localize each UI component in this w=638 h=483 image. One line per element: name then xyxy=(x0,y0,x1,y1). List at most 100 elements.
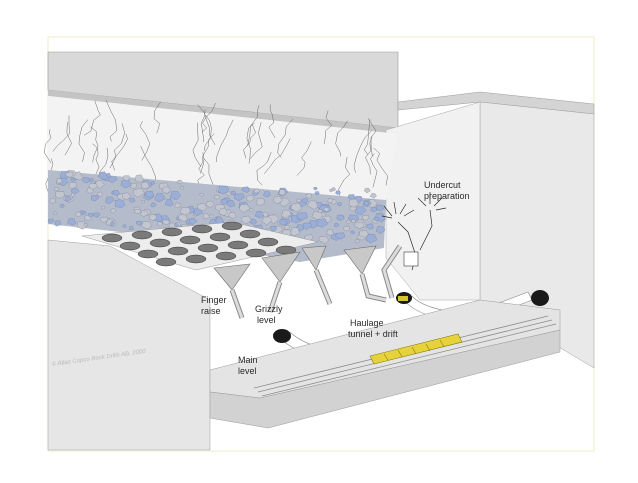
ore-fragment xyxy=(150,202,157,208)
ore-fragment xyxy=(169,191,181,201)
ore-fragment xyxy=(334,222,340,228)
fracture-line xyxy=(277,119,293,158)
ore-fragment xyxy=(314,191,320,196)
ore-fragment xyxy=(363,187,371,194)
ore-fragment xyxy=(135,220,143,226)
ore-fragment xyxy=(350,230,356,235)
ore-fragment xyxy=(290,202,302,213)
ore-fragment xyxy=(54,187,60,192)
fracture-line xyxy=(111,133,128,171)
fracture-line xyxy=(296,141,312,176)
fracture-line xyxy=(200,133,215,174)
fracture-line xyxy=(83,100,101,136)
ore-fragment xyxy=(156,221,163,227)
undercut-label: Undercut preparation xyxy=(424,180,470,201)
ore-fragment xyxy=(234,193,245,202)
fracture-line xyxy=(247,105,260,146)
fracture-line xyxy=(64,122,72,156)
ore-fragment xyxy=(59,203,65,208)
ore-fragment xyxy=(112,190,120,196)
drawbell-opening xyxy=(179,235,201,245)
haulage-train xyxy=(369,333,463,365)
ore-fragment xyxy=(337,202,343,207)
ore-fragment xyxy=(140,210,149,217)
drawbell-opening xyxy=(155,257,177,267)
ore-fragment xyxy=(361,215,370,221)
ore-fragment xyxy=(241,186,250,193)
ore-fragment xyxy=(326,229,334,236)
fracture-line xyxy=(200,109,206,143)
fracture-line xyxy=(192,122,201,167)
ore-fragment xyxy=(67,218,76,226)
ore-fragment xyxy=(370,206,377,213)
ore-fragment xyxy=(96,191,103,197)
ore-fragment xyxy=(345,220,352,225)
ore-fragment xyxy=(263,191,271,198)
ore-fragment xyxy=(306,200,319,210)
fracture-line xyxy=(105,100,117,142)
fracture-line xyxy=(268,104,276,139)
fracture-line xyxy=(364,119,371,155)
grizzly-label-line2: level xyxy=(257,315,276,325)
ore-fragment xyxy=(71,188,80,195)
ore-fragment xyxy=(318,235,329,244)
ore-fragment xyxy=(99,216,109,223)
main-level-front xyxy=(209,329,561,429)
drawbell-opening xyxy=(185,254,207,264)
ore-fragment xyxy=(65,171,74,178)
haulage-label-line1: Haulage xyxy=(350,318,384,328)
fracture-line xyxy=(92,143,100,176)
ore-fragment xyxy=(188,217,198,225)
ore-fragment xyxy=(366,223,374,230)
ore-fragment xyxy=(161,186,171,194)
ore-fragment xyxy=(253,188,260,194)
drawbell-opening xyxy=(221,221,243,231)
drawbell-opening xyxy=(215,251,237,261)
drawbell-opening xyxy=(239,229,261,239)
ore-fragment xyxy=(162,219,170,226)
ore-fragment xyxy=(87,213,94,218)
fracture-line xyxy=(373,147,388,186)
ore-fragment xyxy=(108,176,118,184)
drawbell-opening xyxy=(257,237,279,247)
ore-fragment xyxy=(174,223,180,228)
drawbell-opening xyxy=(101,233,123,243)
ore-fragment xyxy=(179,207,191,216)
ore-fragment xyxy=(208,214,214,219)
main-label-line1: Main xyxy=(238,355,258,365)
ore-fragment xyxy=(196,203,208,212)
ore-fragment xyxy=(217,185,230,195)
fracture-line xyxy=(323,110,332,145)
fracture-line xyxy=(109,123,125,169)
back-wall xyxy=(48,96,398,200)
ore-fragment xyxy=(301,198,309,204)
ore-fragment xyxy=(336,214,345,221)
ore-fragment xyxy=(228,212,237,219)
drawbell-opening xyxy=(167,246,189,256)
ore-fragment xyxy=(284,225,291,230)
fracture-line xyxy=(203,114,212,152)
fracture-line xyxy=(243,124,256,159)
ore-fragment xyxy=(150,181,156,185)
ore-fragment xyxy=(351,219,356,223)
ore-fragment xyxy=(97,171,108,181)
top-slab-edge xyxy=(48,90,398,134)
drawbell-opening xyxy=(227,240,249,250)
undercut-label-line1: Undercut xyxy=(424,180,461,190)
ore-fragment xyxy=(289,227,301,236)
ore-fragment xyxy=(54,220,62,227)
ore-fragment xyxy=(141,200,146,204)
undercut-label-line2: preparation xyxy=(424,191,470,201)
right-raises xyxy=(343,244,403,303)
drawbell-opening xyxy=(131,230,153,240)
ore-fragment xyxy=(246,195,255,202)
fracture-line xyxy=(153,101,161,134)
drawbells xyxy=(101,221,297,267)
fracture-line xyxy=(335,120,348,157)
main-level-label: Main level xyxy=(238,355,258,376)
fracture-line xyxy=(256,152,272,186)
drawbell-opening xyxy=(209,232,231,242)
ore-fragment xyxy=(154,193,166,203)
drawbell-opening xyxy=(137,249,159,259)
ore-fragment xyxy=(141,221,152,230)
